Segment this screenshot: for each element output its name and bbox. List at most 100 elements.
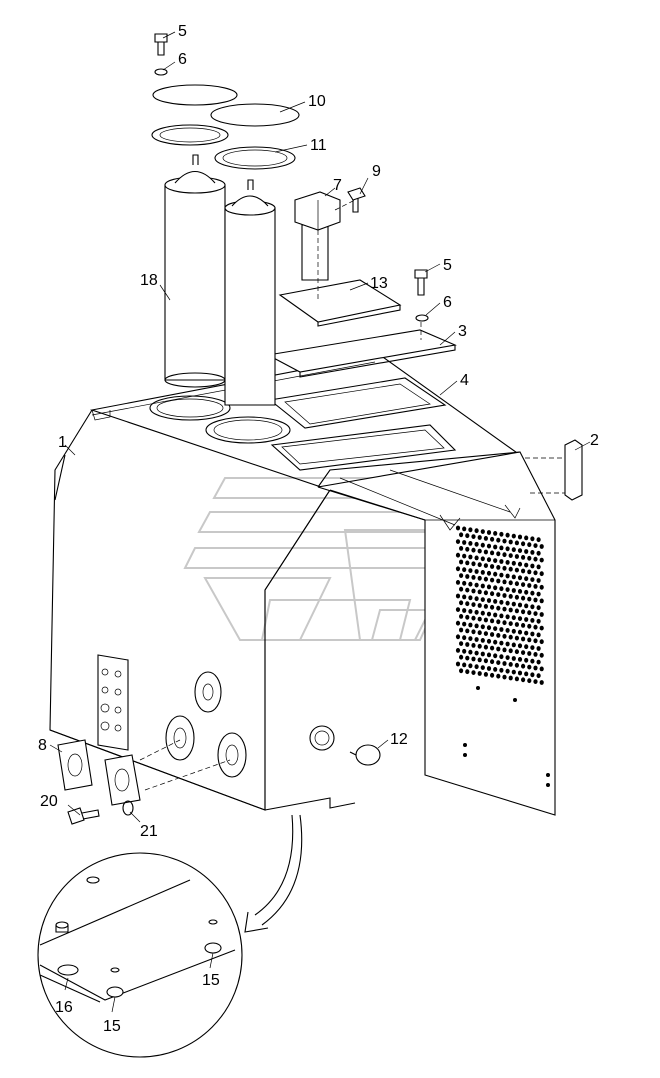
grille-hole <box>530 672 535 678</box>
grille-hole <box>465 601 470 607</box>
door-fasteners <box>463 686 550 787</box>
grille-hole <box>480 651 485 657</box>
grille-hole <box>480 570 485 575</box>
grille-hole <box>517 602 523 608</box>
grille-hole <box>474 650 479 656</box>
grille-hole <box>539 625 544 631</box>
grille-hole <box>465 546 470 552</box>
callout-3: 3 <box>458 323 467 340</box>
grille-hole <box>490 672 495 678</box>
grille-hole <box>527 583 532 588</box>
grille-hole <box>521 609 526 615</box>
callout-13: 13 <box>370 275 388 292</box>
flange-8 <box>57 739 231 806</box>
grille-hole <box>499 559 504 564</box>
grille-hole <box>514 622 520 627</box>
grille-hole <box>462 526 467 532</box>
grille-hole <box>477 671 482 676</box>
grille-hole <box>493 599 498 604</box>
detail-view <box>37 852 243 1058</box>
grille-hole <box>527 596 532 602</box>
grille-hole <box>533 611 538 616</box>
grille-hole <box>527 542 532 548</box>
grille-hole <box>527 664 532 670</box>
grille-hole <box>455 607 461 612</box>
ventilation-grille <box>455 525 544 685</box>
grille-hole <box>502 538 507 544</box>
grille-hole <box>480 597 485 602</box>
grille-hole <box>480 583 485 589</box>
grille-hole <box>486 598 492 603</box>
grille-hole <box>477 603 482 608</box>
gasket-4 <box>268 377 447 429</box>
grille-hole <box>496 578 501 584</box>
tank-body <box>49 354 556 816</box>
grille-hole <box>499 613 504 619</box>
grille-hole <box>514 662 520 668</box>
grille-hole <box>511 642 516 648</box>
grille-hole <box>530 658 535 664</box>
bolt-20 <box>67 807 100 825</box>
grille-hole <box>468 581 473 587</box>
indicator-panel <box>97 654 129 751</box>
grille-hole <box>533 570 538 576</box>
grille-hole <box>536 564 541 570</box>
grille-hole <box>533 556 538 562</box>
grille-hole <box>517 670 523 676</box>
grille-hole <box>486 638 492 644</box>
grille-hole <box>462 648 467 654</box>
grille-hole <box>483 631 488 636</box>
grille-hole <box>471 561 476 567</box>
grille-hole <box>477 589 482 595</box>
grille-hole <box>496 646 501 652</box>
grille-hole <box>490 659 495 665</box>
callout-15-bottom: 15 <box>103 1018 121 1035</box>
grille-hole <box>493 639 498 645</box>
grille-hole <box>465 669 470 675</box>
grille-hole <box>499 599 504 605</box>
grille-hole <box>508 553 513 558</box>
grille-hole <box>474 541 479 547</box>
grille-hole <box>514 676 520 682</box>
grille-hole <box>539 652 544 658</box>
grille-hole <box>533 638 538 644</box>
grille-hole <box>527 637 532 643</box>
grille-hole <box>471 602 476 607</box>
grille-hole <box>508 594 513 599</box>
grille-hole <box>459 641 464 646</box>
grille-hole <box>517 616 523 621</box>
grille-hole <box>493 667 498 672</box>
grille-hole <box>459 614 464 619</box>
grille-hole <box>521 582 526 587</box>
grille-hole <box>459 586 464 592</box>
grille-hole <box>468 649 473 655</box>
grille-hole <box>530 550 535 555</box>
grille-hole <box>471 588 476 594</box>
grille-hole <box>471 656 476 662</box>
grille-hole <box>455 661 461 667</box>
grille-hole <box>480 542 485 548</box>
grille-hole <box>502 552 507 558</box>
grille-hole <box>471 670 476 675</box>
callout-2: 2 <box>590 432 599 449</box>
grille-hole <box>499 627 504 632</box>
grille-hole <box>471 534 476 539</box>
grille-hole <box>483 549 488 555</box>
washer-21 <box>122 800 134 816</box>
callout-4: 4 <box>460 372 469 389</box>
grille-hole <box>474 664 479 670</box>
grille-hole <box>517 561 523 567</box>
grille-hole <box>462 540 467 545</box>
grille-hole <box>499 545 504 551</box>
grille-hole <box>490 618 495 624</box>
grille-hole <box>468 595 473 601</box>
grille-hole <box>508 621 513 626</box>
grille-hole <box>539 680 544 685</box>
callout-5-right: 5 <box>443 257 452 274</box>
grille-hole <box>483 658 488 664</box>
grille-hole <box>465 628 470 634</box>
grille-hole <box>536 605 541 611</box>
grille-hole <box>521 636 526 642</box>
grille-hole <box>477 535 482 540</box>
